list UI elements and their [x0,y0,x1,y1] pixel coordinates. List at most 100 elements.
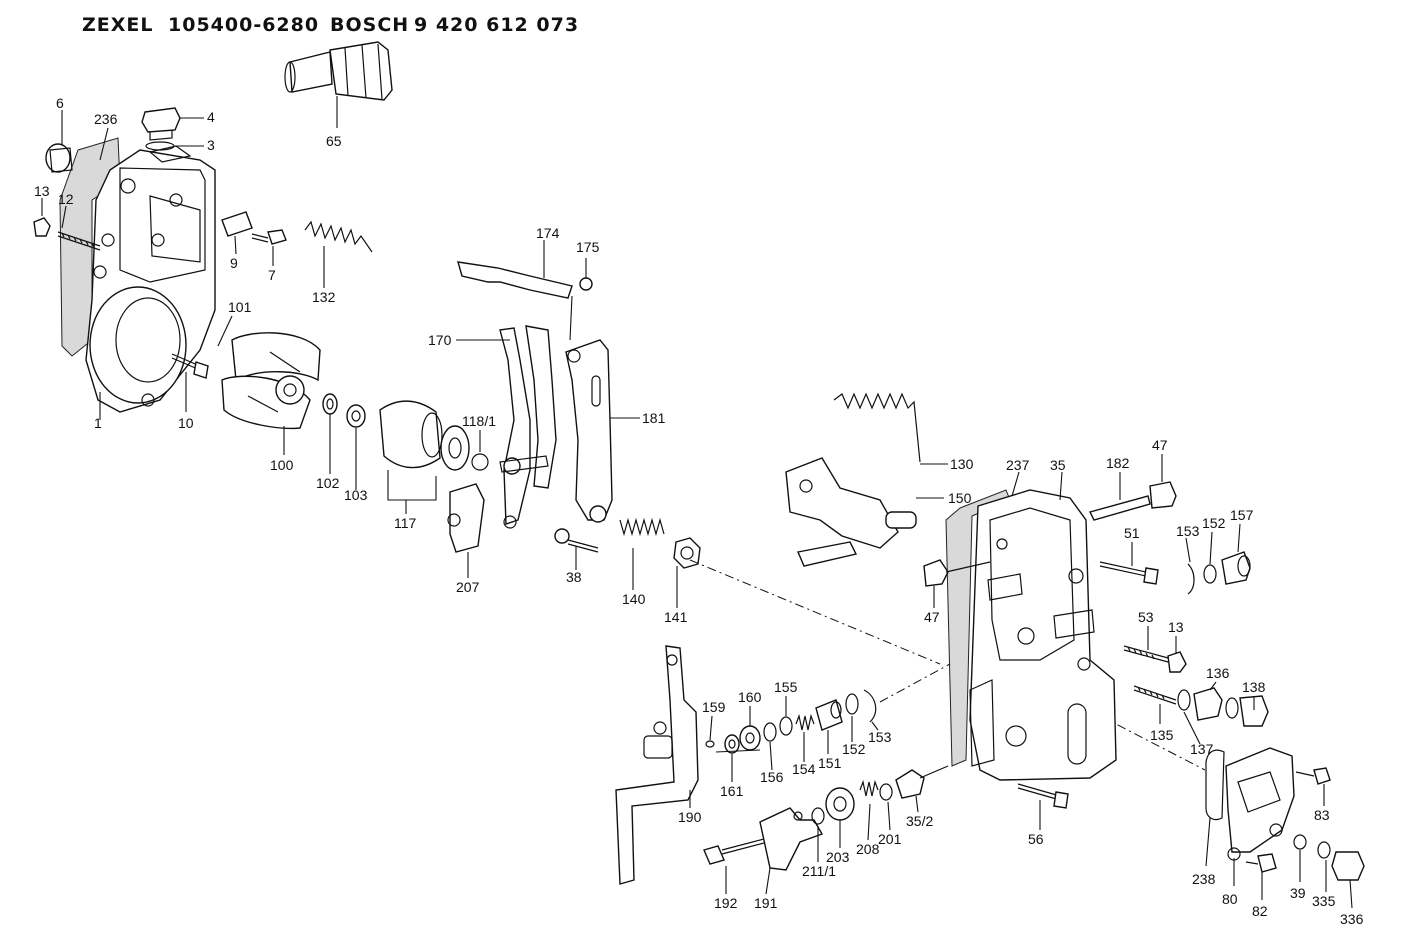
label-3: 3 [207,137,215,153]
label-83: 83 [1314,807,1330,823]
part-238-gasket [1205,749,1225,821]
label-4: 4 [207,109,215,125]
part-137-washer [1177,689,1191,711]
label-174: 174 [536,225,560,241]
label-130: 130 [950,456,974,472]
part-35-governor-cover [969,489,1117,781]
label-152-right: 152 [1202,515,1226,531]
label-101: 101 [228,299,252,315]
part-160-bush [739,725,761,751]
label-39: 39 [1290,885,1306,901]
label-153-center: 153 [868,729,892,745]
label-47-left: 47 [924,609,940,625]
part-117-sleeve [379,400,470,471]
part-102-washer [322,393,338,415]
part-152-oring-center [845,693,859,715]
label-238: 238 [1192,871,1216,887]
label-65: 65 [326,133,342,149]
label-7: 7 [268,267,276,283]
label-153-right: 153 [1176,523,1200,539]
part-53-screw [1123,645,1169,663]
label-102: 102 [316,475,340,491]
label-38: 38 [566,569,582,585]
label-161: 161 [720,783,744,799]
part-100-flyweights [221,332,321,430]
part-170-lever [499,325,557,529]
label-117: 117 [394,515,417,531]
label-47-right: 47 [1152,437,1168,453]
part-51-screw [1099,561,1159,585]
part-203-bush [825,787,855,821]
header-maker2: BOSCH [330,14,410,36]
part-201-ring [879,783,893,801]
label-150: 150 [948,490,972,506]
part-13-nut-right [1167,651,1187,673]
label-140: 140 [622,591,646,607]
header-maker1: ZEXEL [82,14,154,36]
part-82-screw [1245,853,1277,873]
part-1-governor-housing [59,137,216,413]
part-154-spring [795,713,815,731]
label-237: 237 [1006,457,1030,473]
part-83-screw [1295,767,1331,785]
label-51: 51 [1124,525,1140,541]
label-100: 100 [270,457,294,473]
part-65-connector [284,41,393,101]
label-103: 103 [344,487,368,503]
label-157: 157 [1230,507,1254,523]
label-141: 141 [664,609,688,625]
label-12: 12 [58,191,74,207]
label-175: 175 [576,239,600,255]
label-201: 201 [878,831,902,847]
label-56: 56 [1028,831,1044,847]
label-236: 236 [94,111,118,127]
part-9-clip [221,211,253,237]
label-208: 208 [856,841,880,857]
label-335: 335 [1312,893,1336,909]
part-135-screw [1133,685,1177,705]
part-156-washer [763,722,777,742]
label-160: 160 [738,689,762,705]
part-140-spring [619,517,665,537]
label-152-center: 152 [842,741,866,757]
part-157-plug [1221,551,1251,585]
part-336-nut [1331,851,1365,881]
label-118-1: 118/1 [462,413,496,429]
part-191-lever [759,807,824,871]
label-132: 132 [312,289,336,305]
part-150-lever-shaft [785,457,917,567]
part-138-cap [1225,695,1269,727]
part-4-cap [141,107,181,141]
part-39-washer [1293,834,1307,850]
label-211-1: 211/1 [802,863,836,879]
part-181-lever [565,339,613,523]
part-136-nut [1193,687,1223,721]
part-80-cover [1225,747,1295,861]
part-190-lever [615,645,699,885]
label-35: 35 [1050,457,1066,473]
part-153-circlip-center [863,689,877,723]
label-154: 154 [792,761,816,777]
label-138: 138 [1242,679,1266,695]
label-80: 80 [1222,891,1238,907]
part-38-screw [554,528,599,553]
part-3-oring [145,141,175,151]
label-82: 82 [1252,903,1268,919]
part-130-spring [833,392,921,463]
header-part2: 9 420 612 073 [414,14,580,36]
part-10-screw [171,353,209,379]
part-152-oring-right [1203,564,1217,584]
label-203: 203 [826,849,850,865]
part-35-2-screw [895,765,949,799]
part-161-washer [724,734,740,754]
part-175-nut [579,277,593,291]
label-135: 135 [1150,727,1174,743]
part-151-bush [815,699,843,731]
label-53: 53 [1138,609,1154,625]
part-335-washer [1317,841,1331,859]
label-35-2: 35/2 [906,813,933,829]
part-7-screw [251,229,287,245]
part-192-bolt [703,837,769,865]
part-number-labels: 1 3 4 6 7 9 10 12 13 13 35 35/2 38 39 47… [34,95,1364,927]
